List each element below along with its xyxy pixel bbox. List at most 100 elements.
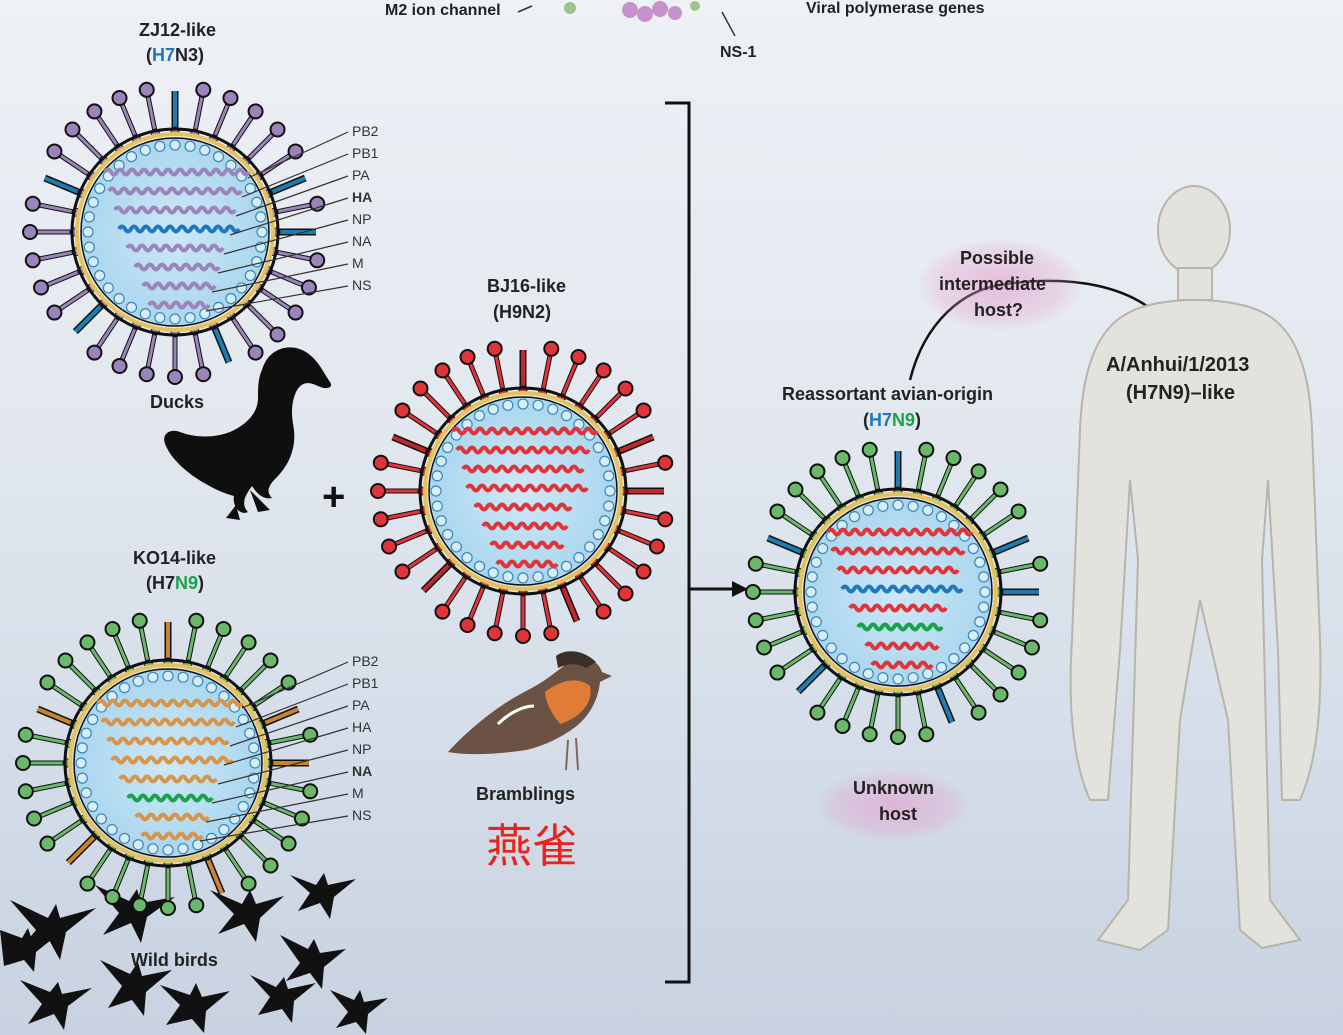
matrix-bead	[88, 257, 98, 267]
gene-label-pb1: PB1	[352, 145, 378, 161]
spike-head	[23, 225, 37, 239]
matrix-bead	[593, 443, 603, 453]
spike-core	[214, 327, 229, 362]
rna-segment	[866, 644, 938, 649]
spike-core	[147, 94, 154, 131]
spike-core	[870, 454, 877, 491]
spike-head	[836, 451, 850, 465]
matrix-bead	[923, 669, 933, 679]
spike-head	[113, 91, 127, 105]
spike-head	[891, 730, 905, 744]
matrix-bead	[488, 568, 498, 578]
matrix-bead	[503, 400, 513, 410]
human-strain-label-2: (H7N9)–like	[1126, 382, 1235, 405]
matrix-bead	[214, 152, 224, 162]
spike-head	[544, 626, 558, 640]
spike-head	[597, 605, 611, 619]
matrix-bead	[107, 825, 117, 835]
spike-core	[955, 475, 976, 507]
spike-head	[374, 456, 388, 470]
spike-core	[820, 678, 841, 710]
spike-head	[597, 363, 611, 377]
spike-head	[413, 381, 427, 395]
spike-head	[461, 618, 475, 632]
spike-head	[303, 784, 317, 798]
spike-core	[225, 849, 246, 881]
matrix-bead	[436, 516, 446, 526]
spike-head	[395, 565, 409, 579]
spike-head	[47, 144, 61, 158]
gene-label-pb2: PB2	[352, 123, 378, 139]
matrix-bead	[837, 654, 847, 664]
matrix-bead	[127, 152, 137, 162]
spike-head	[637, 565, 651, 579]
matrix-bead	[200, 145, 210, 155]
matrix-bead	[462, 553, 472, 563]
m2-ion-channel-label: M2 ion channel	[385, 2, 501, 20]
spike-head	[16, 756, 30, 770]
spike-core	[114, 633, 129, 668]
zj12-n: N3	[175, 45, 198, 65]
spike-head	[946, 451, 960, 465]
matrix-bead	[120, 683, 130, 693]
matrix-bead	[84, 212, 94, 222]
matrix-bead	[114, 294, 124, 304]
kq14-title: KO14-like	[133, 548, 216, 569]
spike-head	[249, 346, 263, 360]
spike-core	[781, 514, 813, 535]
gene-label-ha: HA	[352, 189, 372, 205]
spike-head	[836, 719, 850, 733]
spike-head	[810, 464, 824, 478]
matrix-bead	[503, 572, 513, 582]
matrix-bead	[140, 309, 150, 319]
spike-core	[844, 462, 859, 497]
spike-core	[971, 665, 998, 692]
matrix-bead	[937, 512, 947, 522]
zj12-h: H7	[152, 45, 175, 65]
reassortant-subtype: (H7N9)	[863, 410, 921, 431]
matrix-bead	[475, 561, 485, 571]
spike-head	[19, 728, 33, 742]
spike-core	[999, 564, 1036, 571]
spike-core	[423, 564, 450, 591]
gene-label-pa: PA	[352, 697, 370, 713]
spike-core	[232, 318, 253, 350]
rna-segment	[467, 486, 587, 491]
matrix-bead	[548, 568, 558, 578]
rna-segment	[112, 758, 232, 763]
spike-head	[488, 342, 502, 356]
spike-head	[310, 253, 324, 267]
matrix-bead	[245, 271, 255, 281]
spike-core	[609, 548, 641, 569]
possible-host-label-3: host?	[974, 300, 1023, 321]
spike-head	[65, 122, 79, 136]
matrix-bead	[245, 788, 255, 798]
matrix-bead	[77, 773, 87, 783]
spike-core	[798, 492, 825, 519]
spike-head	[619, 381, 633, 395]
matrix-bead	[77, 743, 87, 753]
spike-head	[461, 350, 475, 364]
matrix-bead	[88, 197, 98, 207]
matrix-bead	[219, 825, 229, 835]
spike-core	[562, 586, 577, 621]
spike-core	[937, 462, 952, 497]
matrix-bead	[185, 141, 195, 151]
spike-head	[516, 629, 530, 643]
matrix-bead	[533, 400, 543, 410]
spike-core	[269, 783, 306, 790]
virus-zj12	[23, 83, 324, 384]
spike-core	[618, 437, 653, 452]
zj12-subtype: (H7N3)	[146, 45, 204, 66]
matrix-bead	[83, 227, 93, 237]
matrix-bead	[811, 557, 821, 567]
spike-core	[121, 327, 136, 362]
virus-bj16	[371, 342, 672, 643]
spike-core	[971, 492, 998, 519]
spike-core	[68, 836, 95, 863]
spike-core	[51, 820, 83, 841]
matrix-bead	[237, 283, 247, 293]
leader-line	[242, 662, 348, 708]
matrix-bead	[960, 643, 970, 653]
spike-core	[406, 548, 438, 569]
